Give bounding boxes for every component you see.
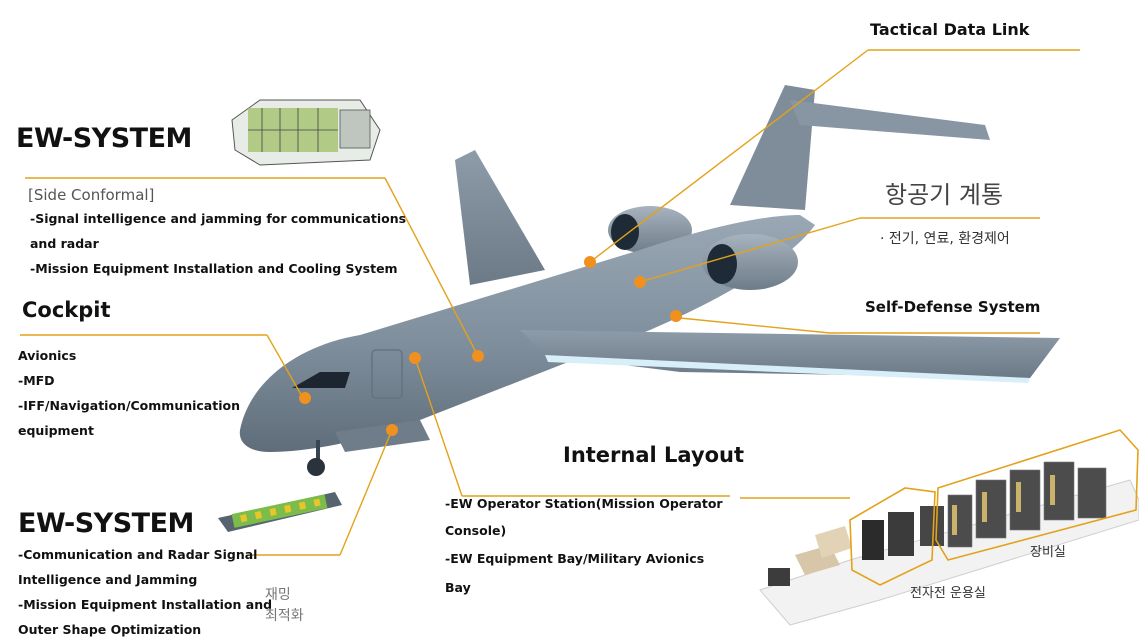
operator-item: Console)	[445, 523, 507, 538]
self-defense-label: Self-Defense System	[865, 298, 1041, 316]
horizontal-tail	[790, 100, 990, 140]
far-wing	[455, 150, 545, 285]
cockpit-heading: Cockpit	[22, 298, 111, 322]
aircraft-systems-heading: 항공기 계통	[885, 181, 1004, 209]
ew-bottom-item: Outer Shape Optimization	[18, 622, 202, 637]
leader-lines	[20, 49, 1080, 556]
ew-pod-thumbnail	[218, 492, 342, 532]
operator-item: Bay	[445, 580, 471, 595]
operator-item: -EW Operator Station(Mission Operator	[445, 496, 723, 511]
operator-item: -EW Equipment Bay/Military Avionics	[445, 551, 705, 566]
cockpit-item: -MFD	[18, 373, 55, 388]
aircraft-systems-subtext: · 전기, 연료, 환경제어	[880, 231, 1010, 247]
ew-bottom-item: -Mission Equipment Installation and	[18, 597, 273, 612]
ew-system-bottom-heading: EW-SYSTEM	[18, 508, 194, 539]
side-conformal-item: -Mission Equipment Installation and Cool…	[30, 261, 398, 276]
cockpit-item: equipment	[18, 423, 94, 438]
ew-operations-room-label: 전자전 운용실	[910, 586, 986, 601]
equipment-room-label: 장비실	[1030, 545, 1066, 560]
ew-bottom-item: -Communication and Radar Signal	[18, 547, 258, 562]
callout-dots	[299, 256, 682, 436]
ew-bottom-item: Intelligence and Jamming	[18, 572, 198, 587]
ghost-korean-text: 재밍	[265, 587, 291, 603]
side-conformal-label: [Side Conformal]	[28, 186, 155, 204]
side-conformal-thumbnail	[231, 99, 381, 166]
tactical-data-link-label: Tactical Data Link	[870, 20, 1030, 39]
vertical-tail	[730, 85, 815, 210]
side-conformal-item: -Signal intelligence and jamming for com…	[30, 211, 407, 226]
internal-layout-heading: Internal Layout	[563, 443, 745, 467]
ghost-korean-text: 최적화	[265, 608, 304, 624]
side-conformal-item: and radar	[30, 236, 99, 251]
cockpit-item: Avionics	[18, 348, 77, 363]
internal-layout-illustration	[759, 429, 1139, 626]
ew-system-top-heading: EW-SYSTEM	[16, 123, 192, 154]
belly-pod	[335, 420, 430, 452]
nose-gear-wheel	[307, 458, 325, 476]
cockpit-item: -IFF/Navigation/Communication	[18, 398, 240, 413]
cockpit-window	[292, 372, 350, 388]
